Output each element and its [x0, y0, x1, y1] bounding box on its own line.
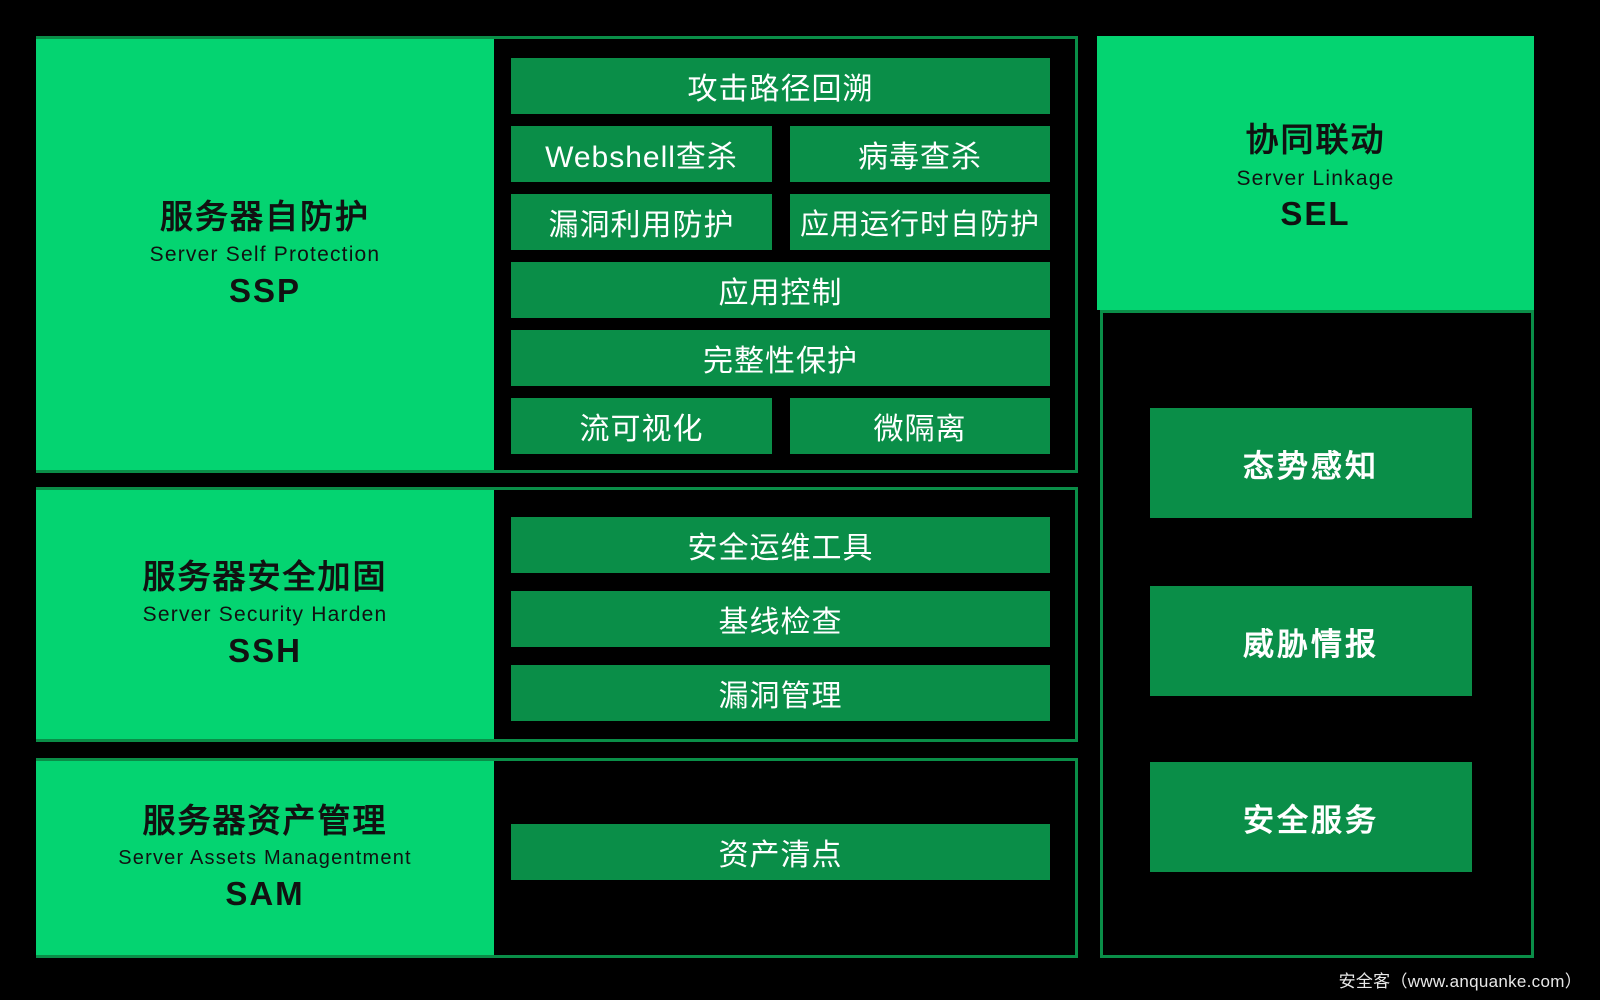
capability-chip-secops-tools[interactable]: 安全运维工具	[511, 517, 1050, 573]
ssp-title-en: Server Self Protection	[149, 243, 381, 267]
ssp-title-cn: 服务器自防护	[160, 198, 370, 236]
sam-abbr: SAM	[225, 874, 305, 912]
capability-chip-asset-inventory[interactable]: 资产清点	[511, 824, 1050, 880]
chip-label: 应用运行时自防护	[799, 209, 1040, 241]
capability-chip-security-service[interactable]: 安全服务	[1150, 762, 1472, 872]
ssh-title-en: Server Security Harden	[142, 603, 388, 627]
sam-category-panel[interactable]: 服务器资产管理 Server Assets Managentment SAM	[36, 761, 494, 955]
chip-label: 资产清点	[718, 839, 843, 872]
chip-label: 安全服务	[1243, 802, 1379, 838]
chip-label: Webshell查杀	[545, 141, 738, 174]
ssp-abbr: SSP	[228, 271, 302, 309]
chip-label: 病毒查杀	[858, 141, 982, 174]
chip-label: 应用控制	[718, 277, 843, 310]
ssh-abbr: SSH	[228, 631, 302, 669]
capability-chip-micro-segmentation[interactable]: 微隔离	[790, 398, 1050, 454]
linkage-title-cn: 协同联动	[1245, 121, 1386, 158]
ssp-category-panel[interactable]: 服务器自防护 Server Self Protection SSP	[36, 39, 494, 470]
capability-chip-baseline-check[interactable]: 基线检查	[511, 591, 1050, 647]
ssh-title-cn: 服务器安全加固	[142, 558, 388, 596]
chip-label: 完整性保护	[703, 345, 858, 378]
capability-chip-exploit-protection[interactable]: 漏洞利用防护	[511, 194, 772, 250]
chip-label: 漏洞管理	[718, 680, 843, 713]
chip-label: 微隔离	[873, 413, 967, 446]
capability-chip-flow-visualization[interactable]: 流可视化	[511, 398, 772, 454]
sam-title-en: Server Assets Managentment	[118, 847, 412, 870]
capability-chip-rasp[interactable]: 应用运行时自防护	[790, 194, 1050, 250]
capability-chip-integrity-protection[interactable]: 完整性保护	[511, 330, 1050, 386]
linkage-panel[interactable]: 协同联动 Server Linkage SEL	[1097, 36, 1534, 310]
chip-label: 安全运维工具	[687, 532, 874, 565]
chip-label: 流可视化	[579, 413, 704, 446]
capability-chip-webshell-scan[interactable]: Webshell查杀	[511, 126, 772, 182]
chip-label: 漏洞利用防护	[548, 209, 735, 242]
chip-label: 基线检查	[718, 606, 843, 639]
watermark: 安全客（www.anquanke.com）	[1338, 972, 1582, 991]
capability-chip-threat-intelligence[interactable]: 威胁情报	[1150, 586, 1472, 696]
linkage-abbr: SEL	[1280, 195, 1351, 232]
ssh-category-panel[interactable]: 服务器安全加固 Server Security Harden SSH	[36, 490, 494, 739]
capability-chip-attack-path-trace[interactable]: 攻击路径回溯	[511, 58, 1050, 114]
chip-label: 态势感知	[1243, 448, 1379, 484]
chip-label: 威胁情报	[1243, 626, 1379, 662]
capability-chip-application-control[interactable]: 应用控制	[511, 262, 1050, 318]
capability-chip-virus-scan[interactable]: 病毒查杀	[790, 126, 1050, 182]
capability-chip-situational-awareness[interactable]: 态势感知	[1150, 408, 1472, 518]
capability-chip-vulnerability-management[interactable]: 漏洞管理	[511, 665, 1050, 721]
chip-label: 攻击路径回溯	[687, 73, 874, 106]
sam-title-cn: 服务器资产管理	[142, 802, 388, 840]
linkage-title-en: Server Linkage	[1236, 167, 1395, 190]
